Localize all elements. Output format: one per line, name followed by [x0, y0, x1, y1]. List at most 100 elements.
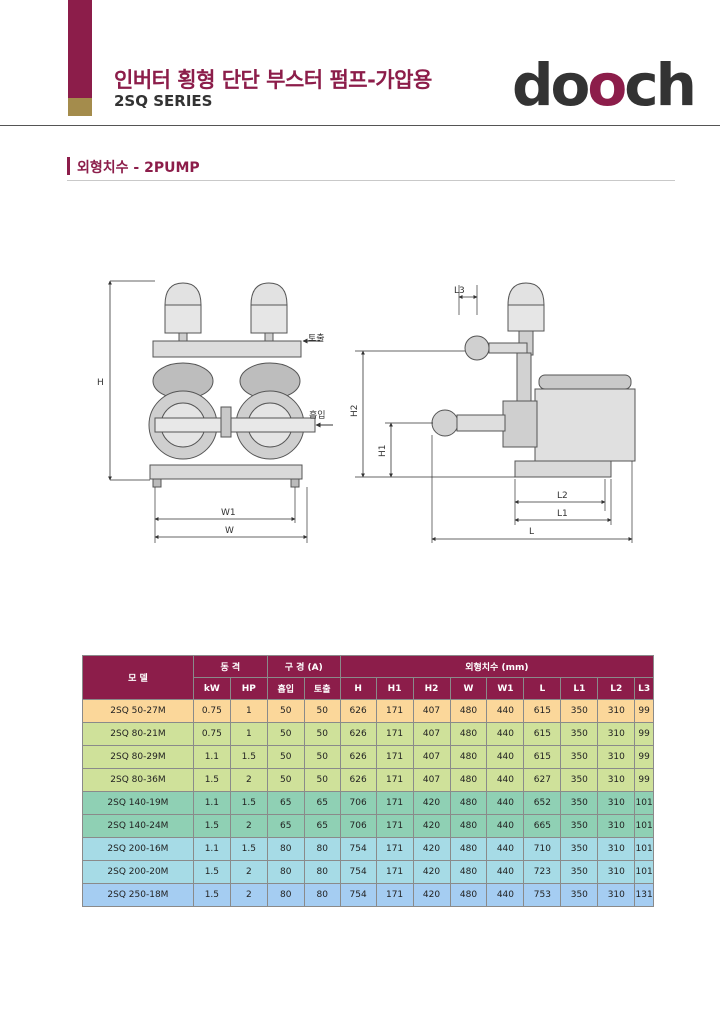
value-cell: 80: [266, 860, 305, 884]
value-cell: 1.5: [192, 768, 231, 792]
value-cell: 80: [303, 860, 341, 884]
value-cell: 80: [266, 883, 305, 907]
header-accent-bar-gold: [68, 98, 92, 116]
model-cell: 2SQ 50-27M: [82, 699, 194, 723]
value-cell: 480: [449, 791, 488, 815]
value-cell: 626: [339, 722, 377, 746]
value-cell: 131: [634, 883, 654, 907]
value-cell: 626: [339, 745, 377, 769]
model-cell: 2SQ 80-36M: [82, 768, 194, 792]
value-cell: 420: [412, 837, 451, 861]
value-cell: 310: [597, 699, 636, 723]
value-cell: 350: [560, 722, 599, 746]
value-cell: 2: [229, 860, 268, 884]
header-power: 동 격: [192, 655, 268, 678]
subheader-cell: L: [523, 677, 562, 700]
value-cell: 420: [412, 860, 451, 884]
logo-part: d: [512, 51, 553, 119]
value-cell: 171: [375, 699, 414, 723]
value-cell: 65: [303, 814, 341, 838]
value-cell: 65: [266, 791, 305, 815]
value-cell: 350: [560, 745, 599, 769]
value-cell: 440: [486, 722, 525, 746]
value-cell: 101: [634, 814, 654, 838]
value-cell: 99: [634, 745, 654, 769]
value-cell: 65: [303, 791, 341, 815]
value-cell: 310: [597, 814, 636, 838]
value-cell: 350: [560, 814, 599, 838]
value-cell: 80: [303, 883, 341, 907]
value-cell: 2: [229, 814, 268, 838]
value-cell: 50: [266, 768, 305, 792]
value-cell: 0.75: [192, 699, 231, 723]
value-cell: 407: [412, 722, 451, 746]
value-cell: 50: [266, 699, 305, 723]
value-cell: 627: [523, 768, 562, 792]
dim-label-w1: W1: [221, 508, 236, 518]
subheader-cell: L3: [634, 677, 654, 700]
value-cell: 2: [229, 883, 268, 907]
value-cell: 50: [303, 699, 341, 723]
value-cell: 480: [449, 837, 488, 861]
value-cell: 101: [634, 837, 654, 861]
model-cell: 2SQ 140-19M: [82, 791, 194, 815]
dim-label-l3: L3: [454, 286, 465, 296]
dimension-drawing: 토출 흡입 H W1 W L3 H2 H1 L2 L1 L: [97, 280, 636, 543]
value-cell: 310: [597, 722, 636, 746]
value-cell: 440: [486, 837, 525, 861]
value-cell: 615: [523, 722, 562, 746]
value-cell: 615: [523, 745, 562, 769]
series-subtitle: 2SQ SERIES: [114, 92, 213, 110]
value-cell: 350: [560, 837, 599, 861]
value-cell: 480: [449, 745, 488, 769]
value-cell: 99: [634, 699, 654, 723]
subheader-cell: L1: [560, 677, 599, 700]
section-title: 외형치수 - 2PUMP: [77, 160, 200, 176]
value-cell: 101: [634, 860, 654, 884]
value-cell: 723: [523, 860, 562, 884]
value-cell: 50: [303, 722, 341, 746]
value-cell: 1.1: [192, 745, 231, 769]
value-cell: 440: [486, 768, 525, 792]
value-cell: 626: [339, 768, 377, 792]
value-cell: 2: [229, 768, 268, 792]
value-cell: 350: [560, 699, 599, 723]
subheader-cell: W: [449, 677, 488, 700]
value-cell: 652: [523, 791, 562, 815]
page-title: 인버터 횡형 단단 부스터 펌프-가압용: [114, 68, 432, 92]
value-cell: 1.5: [192, 883, 231, 907]
value-cell: 1: [229, 722, 268, 746]
value-cell: 440: [486, 791, 525, 815]
value-cell: 754: [339, 860, 377, 884]
dim-label-l1: L1: [557, 509, 568, 519]
value-cell: 420: [412, 883, 451, 907]
value-cell: 1: [229, 699, 268, 723]
subheader-cell: L2: [597, 677, 636, 700]
value-cell: 310: [597, 860, 636, 884]
value-cell: 480: [449, 883, 488, 907]
value-cell: 1.5: [229, 745, 268, 769]
value-cell: 407: [412, 745, 451, 769]
value-cell: 99: [634, 722, 654, 746]
value-cell: 171: [375, 745, 414, 769]
header-divider: [0, 125, 720, 126]
value-cell: 171: [375, 837, 414, 861]
value-cell: 101: [634, 791, 654, 815]
value-cell: 480: [449, 722, 488, 746]
value-cell: 420: [412, 791, 451, 815]
value-cell: 310: [597, 837, 636, 861]
logo-part: o: [550, 51, 591, 119]
dim-label-l: L: [529, 527, 534, 537]
header-bore: 구 경 (A): [266, 655, 341, 678]
value-cell: 665: [523, 814, 562, 838]
dim-label-w: W: [225, 526, 234, 536]
subheader-cell: H2: [412, 677, 451, 700]
value-cell: 480: [449, 860, 488, 884]
value-cell: 407: [412, 768, 451, 792]
front-view: [148, 282, 316, 488]
